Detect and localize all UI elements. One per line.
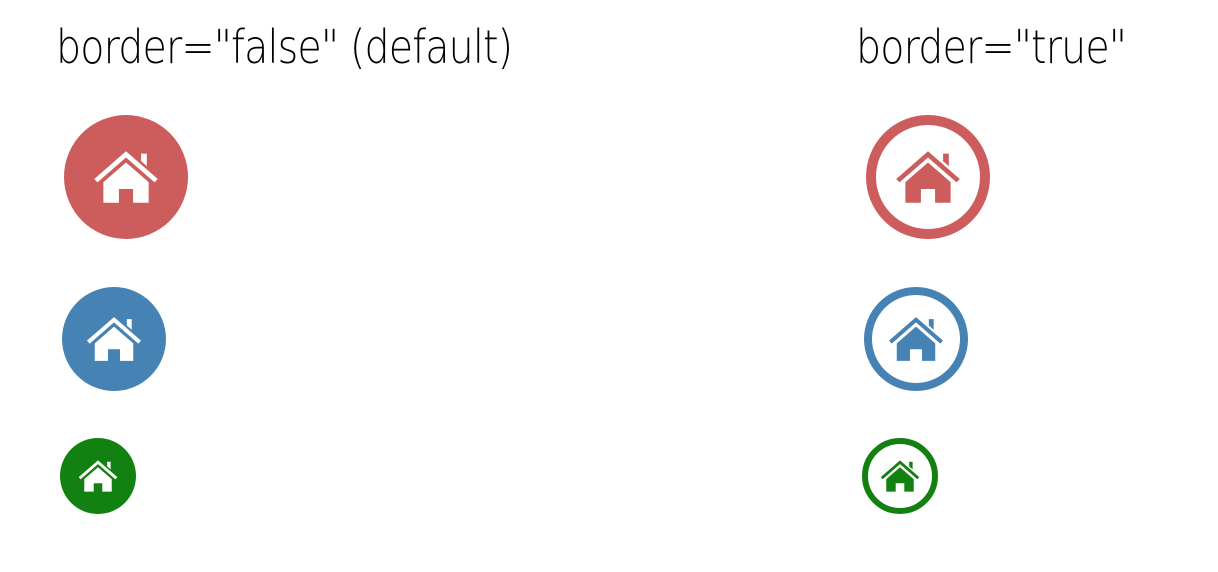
badge-medium-bordered: [864, 287, 968, 391]
badge-small-bordered: [862, 438, 938, 514]
badge-medium-filled: [62, 287, 166, 391]
badge-large-filled: [64, 115, 188, 239]
home-icon: [888, 317, 944, 361]
home-icon: [880, 460, 920, 492]
heading-border-false: border="false" (default): [56, 20, 513, 74]
home-icon: [896, 151, 960, 203]
home-icon: [78, 460, 118, 492]
badge-large-bordered: [866, 115, 990, 239]
home-icon: [86, 317, 142, 361]
heading-border-true: border="true": [856, 20, 1127, 74]
home-icon: [94, 151, 158, 203]
badge-small-filled: [60, 438, 136, 514]
